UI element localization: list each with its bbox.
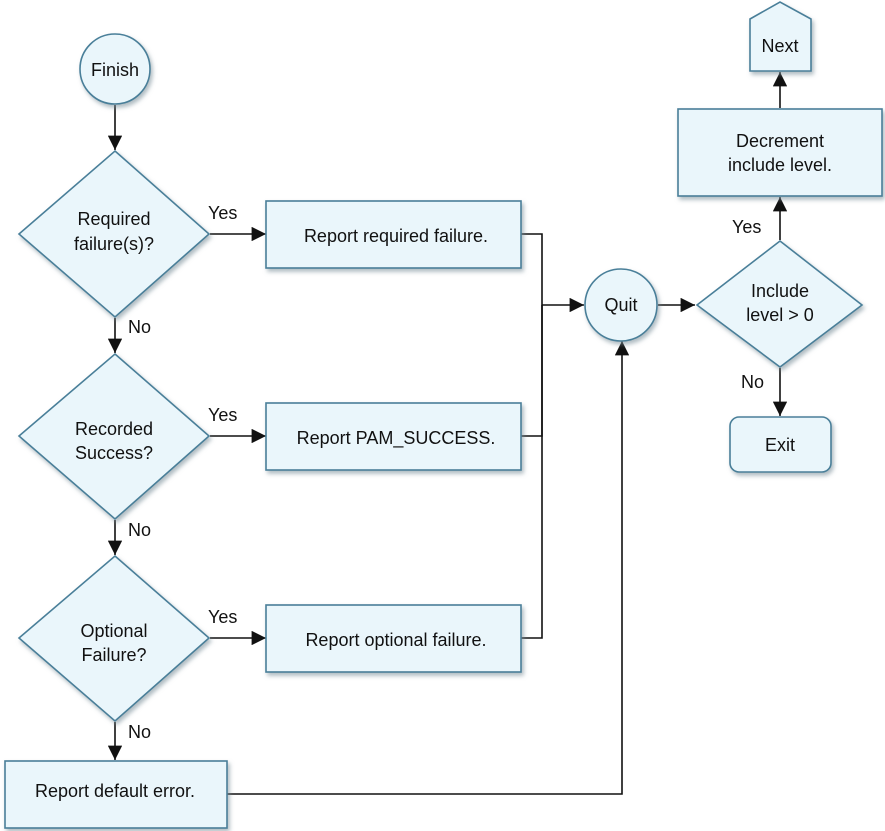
recorded-yes-label: Yes	[208, 405, 237, 425]
edge-success-report-to-bus	[521, 305, 543, 437]
required-yes-label: Yes	[208, 203, 237, 223]
include-level-decision	[695, 239, 864, 369]
include-label-line2: level > 0	[746, 305, 814, 325]
report-success-label: Report PAM_SUCCESS.	[297, 428, 496, 449]
edge-optional-report-to-bus	[521, 305, 543, 639]
decrement-box	[677, 108, 883, 197]
required-no-label: No	[128, 317, 151, 337]
finish-node	[79, 33, 151, 105]
exit-box	[729, 416, 832, 473]
report-optional-label: Report optional failure.	[305, 630, 486, 650]
recorded-label-line2: Success?	[75, 443, 153, 463]
report-required-label: Report required failure.	[304, 226, 488, 246]
edges	[107, 72, 788, 795]
recorded-success-decision	[17, 352, 211, 521]
edge-required-report-to-bus	[521, 233, 543, 305]
report-required-box	[265, 200, 522, 269]
report-optional-box	[265, 604, 522, 673]
required-label-line1: Required	[77, 209, 150, 229]
optional-failure-decision	[17, 554, 211, 723]
edge-labels: Yes Yes Yes No No No Yes No	[128, 203, 764, 742]
report-success-box	[265, 402, 522, 471]
optional-label-line2: Failure?	[81, 645, 146, 665]
recorded-label-line1: Recorded	[75, 419, 153, 439]
decrement-label-line1: Decrement	[736, 131, 824, 151]
quit-label: Quit	[604, 295, 637, 315]
decrement-label-line2: include level.	[728, 155, 832, 175]
node-labels: Finish Required failure(s)? Recorded Suc…	[35, 36, 832, 801]
quit-node	[584, 268, 658, 342]
recorded-no-label: No	[128, 520, 151, 540]
required-label-line2: failure(s)?	[74, 234, 154, 254]
finish-label: Finish	[91, 60, 139, 80]
next-connector	[749, 1, 812, 72]
next-label: Next	[761, 36, 798, 56]
nodes	[4, 1, 883, 829]
exit-label: Exit	[765, 435, 795, 455]
include-yes-label: Yes	[732, 217, 761, 237]
required-failure-decision	[17, 149, 211, 319]
report-default-label: Report default error.	[35, 781, 195, 801]
report-default-box	[4, 760, 228, 829]
include-label-line1: Include	[751, 281, 809, 301]
edge-default-to-quit	[227, 341, 630, 795]
optional-label-line1: Optional	[80, 621, 147, 641]
include-no-label: No	[741, 372, 764, 392]
optional-yes-label: Yes	[208, 607, 237, 627]
optional-no-label: No	[128, 722, 151, 742]
